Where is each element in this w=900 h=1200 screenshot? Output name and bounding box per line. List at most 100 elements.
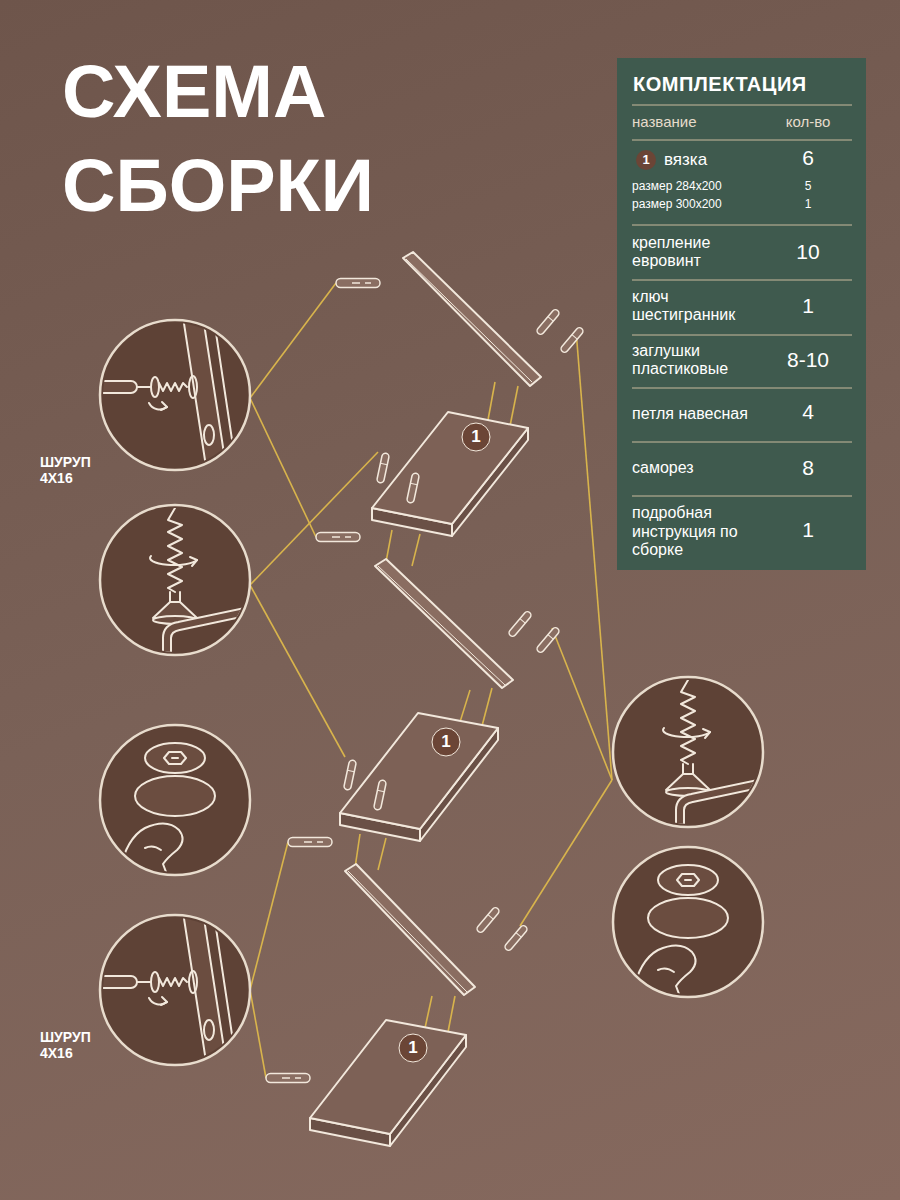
leader-lines bbox=[482, 688, 492, 726]
table-cell: 10 bbox=[778, 240, 838, 264]
detail-circles bbox=[100, 505, 255, 665]
dowel-pins bbox=[476, 906, 501, 933]
leader-lines bbox=[250, 585, 345, 757]
table-rule bbox=[632, 140, 852, 141]
dowel-pins bbox=[336, 279, 380, 288]
callout-number: 1 bbox=[636, 153, 656, 168]
table-header: название bbox=[632, 113, 762, 130]
dowel-pins bbox=[288, 838, 332, 847]
dowel-pins bbox=[560, 326, 585, 353]
detail-circles bbox=[613, 677, 768, 837]
leader-lines bbox=[510, 386, 518, 426]
detail-circles bbox=[613, 847, 763, 1007]
callout-number: 1 bbox=[462, 427, 490, 447]
detail-circles bbox=[663, 680, 768, 837]
leader-lines bbox=[250, 398, 316, 537]
leader-lines bbox=[250, 842, 288, 990]
shelf-boards bbox=[375, 559, 513, 688]
leader-lines bbox=[576, 330, 612, 780]
table-cell: 1 bbox=[778, 198, 838, 212]
callout-number: 1 bbox=[432, 732, 460, 752]
detail-circles bbox=[150, 508, 255, 665]
table-rule bbox=[632, 225, 852, 226]
leader-lines bbox=[488, 382, 495, 420]
callout-number: 1 bbox=[399, 1038, 427, 1058]
detail-circles bbox=[95, 313, 237, 473]
table-rule bbox=[632, 388, 852, 389]
table-cell: размер 284x200 bbox=[632, 180, 772, 194]
table-rule bbox=[632, 335, 852, 336]
panel-heading: КОМПЛЕКТАЦИЯ bbox=[633, 72, 850, 96]
shelf-boards bbox=[340, 713, 498, 829]
detail-circles bbox=[150, 508, 255, 665]
detail-circles bbox=[100, 320, 250, 470]
detail-circles bbox=[663, 680, 768, 837]
dowel-pins bbox=[536, 308, 561, 335]
table-cell: петля навесная bbox=[632, 405, 772, 423]
dowel-pins bbox=[504, 924, 529, 951]
table-rule bbox=[632, 280, 852, 281]
leader-lines bbox=[250, 452, 378, 585]
leader-lines bbox=[448, 996, 455, 1032]
dowel-pins bbox=[343, 760, 356, 791]
dowel-pins bbox=[266, 1074, 310, 1083]
dowel-pins bbox=[376, 453, 389, 484]
callout-circle bbox=[636, 150, 656, 170]
dowel-pins bbox=[316, 533, 360, 542]
leader-lines bbox=[378, 838, 386, 870]
table-cell: вязка bbox=[664, 150, 764, 170]
table-cell: 8-10 bbox=[772, 348, 844, 372]
shelf-boards bbox=[378, 566, 505, 685]
table-rule bbox=[632, 105, 852, 106]
leader-lines bbox=[250, 283, 336, 398]
table-cell: 4 bbox=[778, 400, 838, 424]
table-cell: 6 bbox=[778, 146, 838, 170]
leader-lines bbox=[355, 834, 360, 868]
detail-circles bbox=[630, 865, 728, 1007]
detail-circles bbox=[95, 908, 250, 1068]
callout-circles bbox=[462, 423, 490, 451]
table-cell: заглушки пластиковые bbox=[632, 342, 772, 379]
shelf-boards bbox=[310, 1020, 466, 1134]
table-rule bbox=[632, 442, 852, 443]
leader-lines bbox=[386, 530, 392, 562]
shelf-boards bbox=[372, 412, 528, 524]
leader-lines bbox=[412, 534, 420, 566]
table-cell: 8 bbox=[778, 456, 838, 480]
page-title: СХЕМА СБОРКИ bbox=[62, 45, 442, 233]
callout-circles bbox=[399, 1034, 427, 1062]
table-cell: 1 bbox=[778, 518, 838, 542]
table-rule bbox=[632, 496, 852, 497]
table-cell: подробная инструкция по сборке bbox=[632, 504, 772, 559]
leader-lines bbox=[520, 780, 612, 926]
screw-label: ШУРУП 4X16 bbox=[40, 454, 104, 486]
table-header: кол-во bbox=[768, 113, 848, 130]
leader-lines bbox=[552, 628, 612, 780]
leader-lines bbox=[460, 690, 470, 722]
leader-lines bbox=[425, 996, 432, 1028]
table-cell: 1 bbox=[778, 294, 838, 318]
leader-lines bbox=[250, 283, 612, 1078]
detail-circles bbox=[95, 313, 237, 473]
dowel-pins bbox=[406, 473, 419, 504]
dowel-pins bbox=[536, 626, 561, 653]
callout-circles bbox=[432, 728, 460, 756]
table-cell: ключ шестигранник bbox=[632, 288, 772, 325]
detail-circles bbox=[100, 915, 250, 1065]
shelf-boards bbox=[348, 871, 467, 992]
dowel-pins bbox=[508, 610, 533, 637]
dowel-pins bbox=[373, 780, 386, 811]
detail-circles bbox=[630, 865, 728, 1007]
shelf-boards bbox=[310, 252, 541, 1146]
detail-circles bbox=[95, 313, 250, 473]
table-cell: саморез bbox=[632, 459, 772, 477]
detail-circles bbox=[117, 743, 215, 885]
shelf-boards bbox=[403, 252, 541, 386]
screw-label: ШУРУП 4X16 bbox=[40, 1029, 104, 1061]
detail-circles bbox=[95, 908, 237, 1068]
callout-circles bbox=[399, 423, 490, 1062]
dowel-pins bbox=[266, 279, 584, 1083]
shelf-boards bbox=[406, 259, 532, 382]
detail-circles bbox=[117, 743, 215, 885]
